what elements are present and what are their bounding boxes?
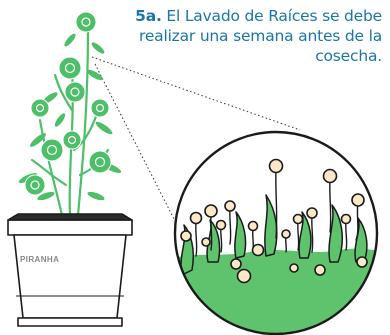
plant — [18, 11, 122, 217]
pot-brand: PIRANHA — [20, 255, 59, 264]
caption-text: El Lavado de Raíces se debe realizar una… — [139, 7, 382, 65]
caption: 5a. El Lavado de Raíces se debe realizar… — [132, 6, 382, 66]
caption-step: 5a. — [135, 7, 162, 25]
pot — [7, 213, 133, 327]
magnified-root-zone — [173, 130, 379, 335]
